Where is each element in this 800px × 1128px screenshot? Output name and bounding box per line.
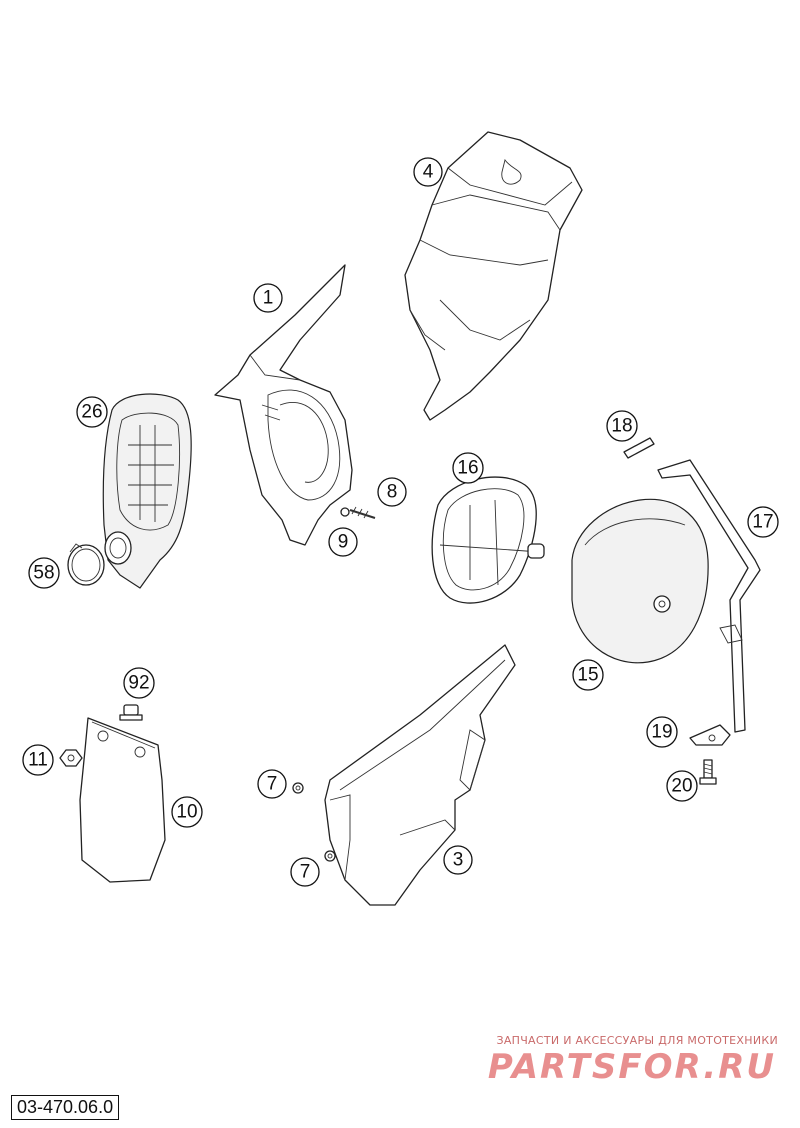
- callout-7-lower: 7: [290, 857, 320, 887]
- callout-26-label: 26: [81, 402, 102, 423]
- callout-58-label: 58: [33, 563, 54, 584]
- callout-10: 10: [171, 796, 203, 828]
- callout-20: 20: [666, 770, 698, 802]
- callout-16-label: 16: [457, 458, 478, 479]
- callout-16: 16: [452, 452, 484, 484]
- callout-7-upper: 7: [257, 769, 287, 799]
- part-10-mud-flap: [79, 717, 166, 883]
- callout-1-label: 1: [263, 288, 274, 309]
- callout-92-label: 92: [128, 673, 149, 694]
- part-15-airbox-cover: [571, 498, 709, 664]
- part-4-airbox-housing: [404, 131, 583, 421]
- callout-92: 92: [123, 667, 155, 699]
- watermark-tagline: ЗАПЧАСТИ И АКСЕССУАРЫ ДЛЯ МОТОТЕХНИКИ: [496, 1034, 778, 1047]
- diagram-code: 03-470.06.0: [11, 1095, 120, 1120]
- callout-4: 4: [413, 157, 443, 187]
- part-18-pin: [623, 437, 655, 459]
- callout-11: 11: [22, 744, 54, 776]
- part-17-retaining-bracket: [657, 459, 761, 733]
- callout-3-label: 3: [453, 850, 464, 871]
- callout-19-label: 19: [651, 722, 672, 743]
- part-20-bolt: [699, 759, 717, 785]
- callout-18-label: 18: [611, 416, 632, 437]
- callout-15-label: 15: [577, 665, 598, 686]
- callout-19: 19: [646, 716, 678, 748]
- callout-26: 26: [76, 396, 108, 428]
- callout-9: 9: [328, 527, 358, 557]
- callout-15: 15: [572, 659, 604, 691]
- callout-8-label: 8: [387, 482, 398, 503]
- callout-1: 1: [253, 283, 283, 313]
- part-7-clip-lower: [324, 850, 336, 862]
- part-11-hex-nut: [59, 749, 83, 767]
- callout-20-label: 20: [671, 776, 692, 797]
- part-9-washer: [340, 507, 350, 517]
- callout-7-upper-label: 7: [267, 774, 278, 795]
- part-19-latch: [689, 724, 731, 746]
- watermark-logo: PARTSFOR.RU: [487, 1047, 776, 1087]
- callout-58: 58: [28, 557, 60, 589]
- part-26-air-filter: [102, 393, 192, 589]
- callout-4-label: 4: [423, 162, 434, 183]
- part-8-screw: [349, 506, 376, 519]
- part-16-filter-cage: [431, 476, 545, 604]
- callout-17-label: 17: [752, 512, 773, 533]
- callout-17: 17: [747, 506, 779, 538]
- callout-10-label: 10: [176, 802, 197, 823]
- part-92-screw: [119, 704, 143, 721]
- part-1-side-panel: [214, 264, 353, 546]
- callout-7-lower-label: 7: [300, 862, 311, 883]
- part-7-clip-upper: [292, 782, 304, 794]
- callout-18: 18: [606, 410, 638, 442]
- callout-9-label: 9: [338, 532, 349, 553]
- callout-11-label: 11: [28, 750, 48, 771]
- callout-8: 8: [377, 477, 407, 507]
- part-58-hose-clamp: [67, 543, 105, 586]
- callout-3: 3: [443, 845, 473, 875]
- part-3-side-cover: [324, 644, 516, 906]
